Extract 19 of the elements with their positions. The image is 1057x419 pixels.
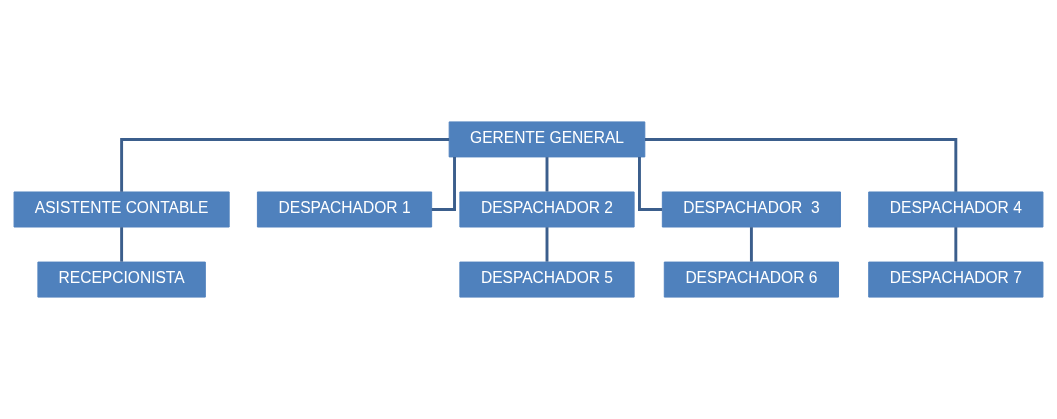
connector (644, 137, 958, 192)
connector (431, 157, 456, 211)
node-box: ASISTENTE CONTABLE (13, 191, 230, 228)
node-box: DESPACHADOR 3 (661, 191, 841, 228)
node-box: GERENTE GENERAL (448, 121, 646, 158)
connector (545, 157, 549, 192)
connector (749, 227, 753, 262)
connector (120, 227, 124, 262)
connector (954, 227, 958, 262)
node-box: DESPACHADOR 2 (459, 191, 635, 228)
node-box: DESPACHADOR 5 (459, 261, 635, 298)
node-box: DESPACHADOR 1 (256, 191, 433, 228)
connector (638, 157, 663, 211)
node-box: DESPACHADOR 7 (868, 261, 1044, 298)
node-box: RECEPCIONISTA (37, 261, 206, 298)
node-box: DESPACHADOR 4 (868, 191, 1044, 228)
connector (545, 227, 549, 262)
node-box: DESPACHADOR 6 (663, 261, 839, 298)
connector (120, 137, 450, 192)
